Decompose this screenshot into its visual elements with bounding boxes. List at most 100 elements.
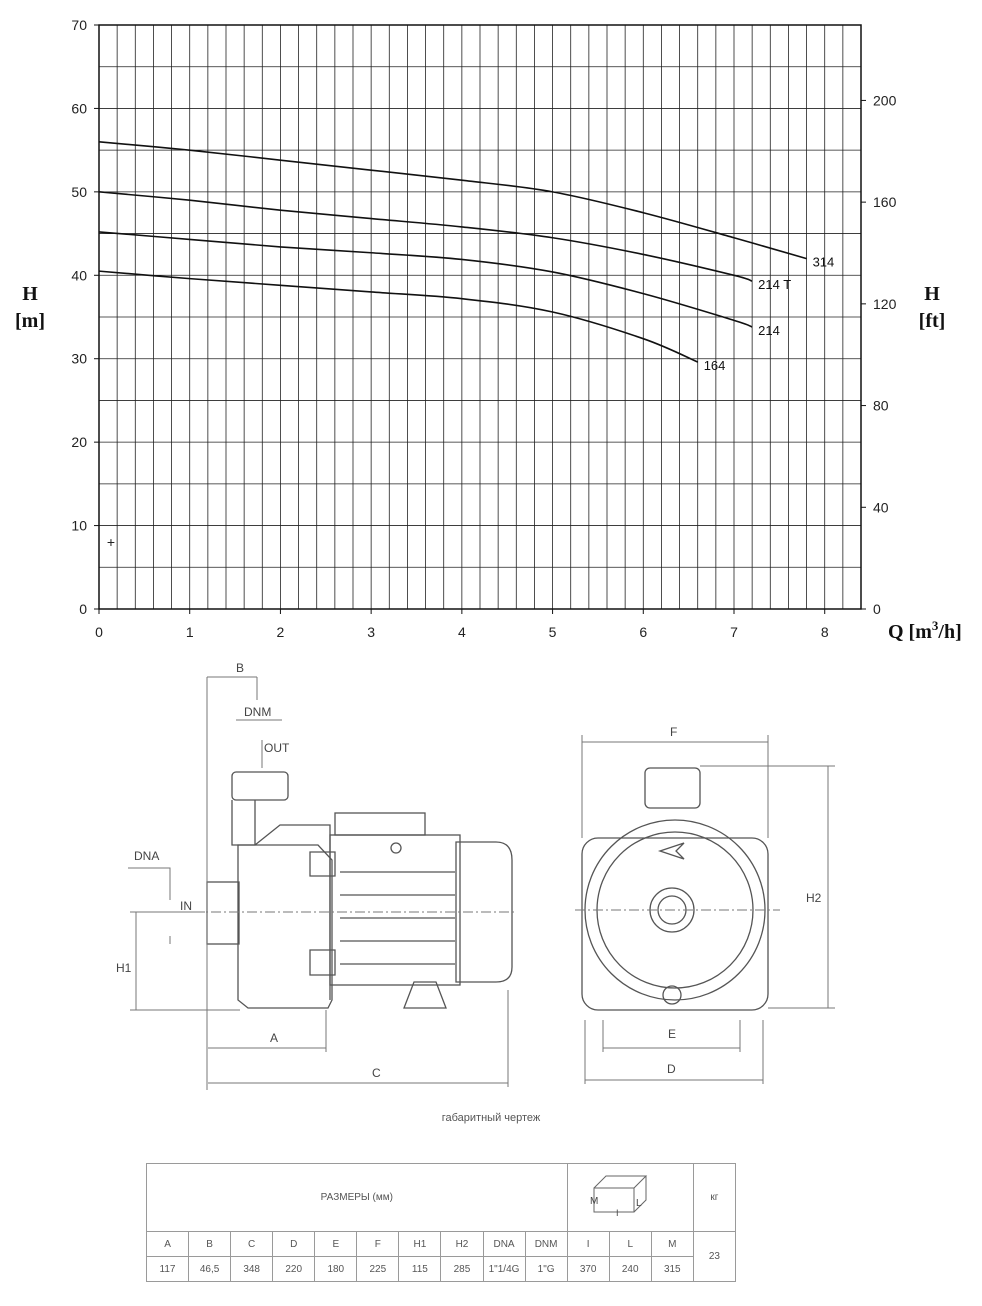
package-box-icon: M I L	[590, 1175, 648, 1218]
column-header: B	[188, 1231, 232, 1257]
terminal-box	[334, 812, 426, 836]
y-tick-label: 70	[71, 17, 87, 33]
x-axis-title: Q [m3/h]	[888, 618, 962, 643]
column-header: M	[650, 1231, 694, 1257]
label-IN: IN	[180, 899, 192, 913]
y-tick-label: 10	[71, 518, 87, 534]
column-value: 180	[314, 1256, 358, 1282]
curve-314	[98, 141, 807, 260]
y-tick-label: 20	[71, 434, 87, 450]
column-value: 225	[356, 1256, 400, 1282]
column-header: C	[230, 1231, 274, 1257]
column-header: DNA	[482, 1231, 526, 1257]
y-tick-label: 60	[71, 100, 87, 116]
plot-frame	[98, 24, 862, 610]
weight-value: 23	[692, 1231, 737, 1282]
drawing-caption: габаритный чертеж	[441, 1112, 541, 1124]
y-axis-left-ticks: 0 10 20 30 40 50 60 70	[71, 17, 99, 617]
column-header: DNM	[524, 1231, 568, 1257]
pump-casing	[237, 844, 333, 1009]
curve-label: 214	[758, 323, 780, 338]
y-tick-label: 0	[79, 601, 87, 617]
column-value: 348	[230, 1256, 274, 1282]
dimension-drawing: B DNM OUT DNA IN H1 A C F H2 E D	[116, 661, 835, 1090]
label-E: E	[668, 1027, 676, 1041]
table-title: РАЗМЕРЫ (мм)	[146, 1163, 568, 1232]
curve-label: 164	[704, 358, 726, 373]
column-header: E	[314, 1231, 358, 1257]
x-tick-label: 2	[277, 624, 285, 640]
column-header: H2	[440, 1231, 484, 1257]
column-value: 285	[440, 1256, 484, 1282]
column-header: L	[608, 1231, 652, 1257]
x-tick-label: 7	[730, 624, 738, 640]
x-tick-label: 8	[821, 624, 829, 640]
x-tick-label: 0	[95, 624, 103, 640]
outlet-port	[231, 771, 289, 801]
label-OUT: OUT	[264, 741, 290, 755]
column-value: 115	[398, 1256, 442, 1282]
column-value: 1"G	[524, 1256, 568, 1282]
label-H2: H2	[806, 891, 822, 905]
column-value: 240	[608, 1256, 652, 1282]
curves	[98, 141, 807, 363]
package-box-cell: M I L	[566, 1163, 694, 1232]
column-value: 117	[145, 1256, 190, 1282]
box-label-L: L	[636, 1198, 642, 1209]
label-DNA: DNA	[134, 849, 159, 863]
inlet-flange	[206, 881, 240, 945]
curve-214t	[98, 191, 753, 282]
label-F: F	[670, 725, 677, 739]
column-value: 1"1/4G	[482, 1256, 526, 1282]
column-value: 315	[650, 1256, 694, 1282]
label-A: A	[270, 1031, 278, 1045]
curve-label: 214 T	[758, 277, 791, 292]
y-tick-label: 30	[71, 351, 87, 367]
y-axis-left-unit: [m]	[15, 310, 45, 332]
chart-grid	[99, 25, 861, 609]
column-value: 220	[272, 1256, 316, 1282]
weight-unit: кг	[692, 1163, 737, 1232]
y-right-tick-label: 80	[873, 398, 889, 414]
column-header: H1	[398, 1231, 442, 1257]
y-right-tick-label: 120	[873, 296, 897, 312]
front-housing	[581, 837, 769, 1011]
box-label-M: M	[590, 1196, 598, 1207]
label-D: D	[667, 1062, 676, 1076]
label-DNM: DNM	[244, 705, 271, 719]
y-tick-label: 50	[71, 184, 87, 200]
column-header: F	[356, 1231, 400, 1257]
curve-164	[98, 270, 699, 363]
pump-curve-chart: 314 214 T 214 164 0 10 20 30 40 50 60 70 0 40 80 120 1…	[15, 17, 962, 643]
x-tick-label: 3	[367, 624, 375, 640]
box-label-I: I	[616, 1208, 619, 1218]
curve-214	[98, 231, 753, 328]
y-right-tick-label: 160	[873, 194, 897, 210]
y-tick-label: 40	[71, 267, 87, 283]
column-header: D	[272, 1231, 316, 1257]
x-tick-label: 1	[186, 624, 194, 640]
y-axis-left-title: H	[22, 283, 38, 305]
y-axis-right-title: H	[924, 283, 940, 305]
column-value: 46,5	[188, 1256, 232, 1282]
column-header: A	[145, 1231, 190, 1257]
foot	[403, 981, 447, 1009]
label-C: C	[372, 1066, 381, 1080]
y-axis-right-unit: [ft]	[919, 310, 946, 332]
x-tick-label: 5	[549, 624, 557, 640]
x-tick-label: 6	[639, 624, 647, 640]
column-header: I	[566, 1231, 610, 1257]
curve-labels: 314 214 T 214 164	[704, 255, 835, 373]
motor-body	[329, 834, 461, 986]
label-H1: H1	[116, 961, 132, 975]
front-outlet	[644, 767, 701, 809]
column-value: 370	[566, 1256, 610, 1282]
y-right-tick-label: 40	[873, 499, 889, 515]
label-B: B	[236, 661, 244, 675]
curve-label: 314	[813, 255, 835, 270]
